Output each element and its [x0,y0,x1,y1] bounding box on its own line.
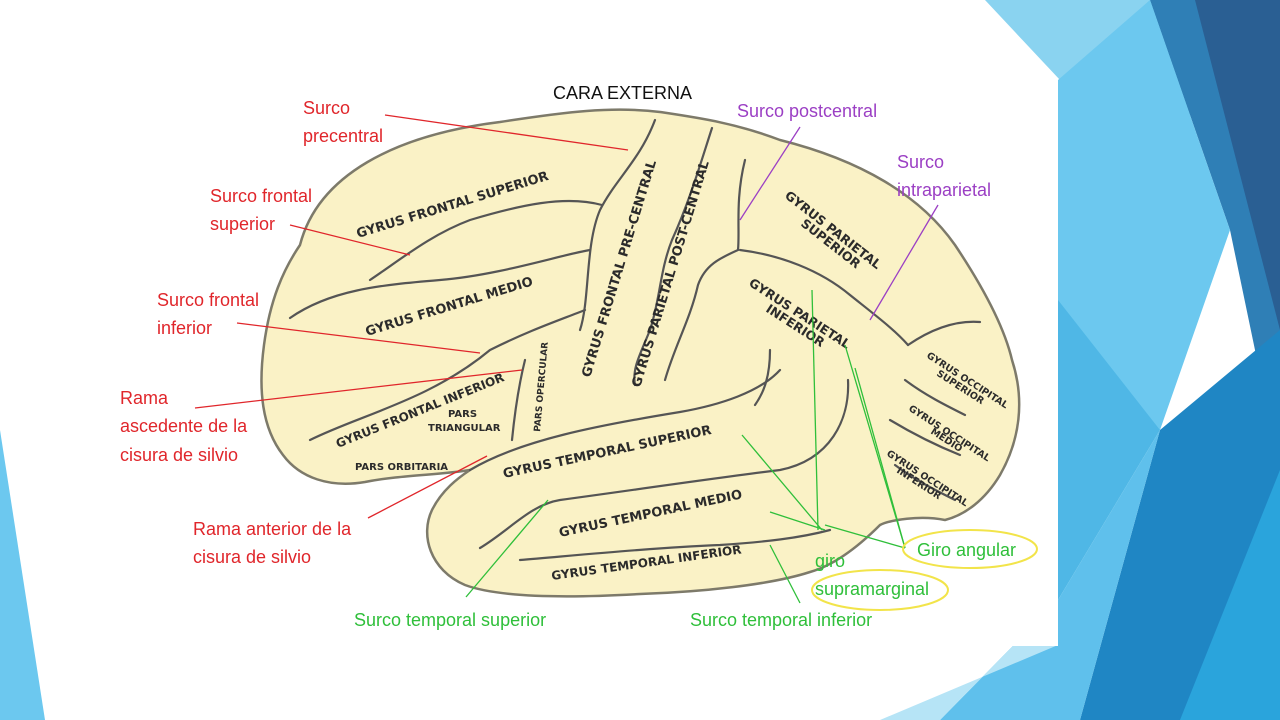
leader-surco-frontal-inferior [236,322,481,354]
leader-surco-temporal-superior [465,499,549,598]
label-surco-precentral-2: precentral [303,126,383,146]
label-surco-temporal-superior: Surco temporal superior [354,610,546,630]
diagram-title: CARA EXTERNA [553,83,692,103]
decor-facet-right-light [1058,0,1230,430]
pars-orbitaria: PARS ORBITARIA [355,462,448,473]
pars-triangular-line-1: PARS [448,409,477,420]
label-rama-ascendente-3: cisura de silvio [120,445,238,465]
highlight-giro-supramarginal [811,569,949,611]
sulcus-temporal-superior-line [478,378,850,550]
label-giro-angular: Giro angular [917,540,1016,560]
sulcus-frontal-superior-line [368,199,604,282]
leader-giro-supramarginal-3 [769,511,826,531]
sylvian-fissure [468,368,782,472]
red-labels: Surco precentral Surco frontal superior … [120,98,383,567]
sulcus-occipital-3 [893,463,957,502]
label-surco-frontal-inferior-2: inferior [157,318,212,338]
leader-giro-supramarginal-2 [741,434,823,531]
rama-ascendente-line [510,358,527,442]
label-rama-ascendente-2: ascedente de la [120,416,248,436]
label-surco-intraparietal-2: intraparietal [897,180,991,200]
decor-facet-bottom-right-mid [1180,470,1280,720]
leader-giro-angular-3 [824,524,906,549]
leader-surco-precentral [384,114,629,151]
label-rama-anterior-2: cisura de silvio [193,547,311,567]
decor-facet-left-edge [0,430,45,720]
label-surco-frontal-superior-1: Surco frontal [210,186,312,206]
decor-facet-bottom-light [940,430,1160,720]
leader-giro-angular-2 [844,344,906,549]
sulcus-occipital-2 [888,418,962,457]
sulcus-frontal-inf-lower [308,308,587,442]
leader-surco-postcentral [739,126,801,221]
leader-rama-ascendente [194,369,523,409]
leader-giro-supramarginal-1 [811,289,819,531]
label-surco-intraparietal-1: Surco [897,152,944,172]
leader-surco-frontal-superior [289,224,411,256]
sulcus-postcentral-line [663,158,747,382]
highlight-giro-angular [902,529,1038,569]
leader-lines [194,114,939,604]
label-rama-anterior-1: Rama anterior de la [193,519,352,539]
sulcus-angular-line [753,348,772,407]
occipital-boundary [906,320,982,347]
label-surco-frontal-superior-2: superior [210,214,275,234]
decor-facet-right-mid [1058,300,1160,600]
decor-facet-top-dark [1195,0,1280,330]
sulcus-frontal-inferior-line [288,248,592,320]
leader-surco-temporal-inferior [769,544,801,604]
label-surco-postcentral: Surco postcentral [737,101,877,121]
leader-surco-intraparietal [869,204,939,321]
label-rama-ascendente-1: Rama [120,388,169,408]
label-surco-temporal-inferior: Surco temporal inferior [690,610,872,630]
label-surco-precentral-1: Surco [303,98,350,118]
brain-hemisphere [260,108,1021,598]
leader-rama-anterior [367,455,488,519]
sulcus-occipital-1 [903,378,967,417]
sulcus-intraparietal-line [738,248,910,347]
label-giro-supramarginal-2: supramarginal [815,579,929,599]
pars-triangular-line-2: TRIANGULAR [428,423,501,434]
sulcus-central-line [633,126,714,387]
label-giro-supramarginal-1: giro [815,551,845,571]
label-surco-frontal-inferior-1: Surco frontal [157,290,259,310]
sulcus-precentral-line [578,118,657,332]
sulcus-temporal-inferior-line [518,528,832,562]
